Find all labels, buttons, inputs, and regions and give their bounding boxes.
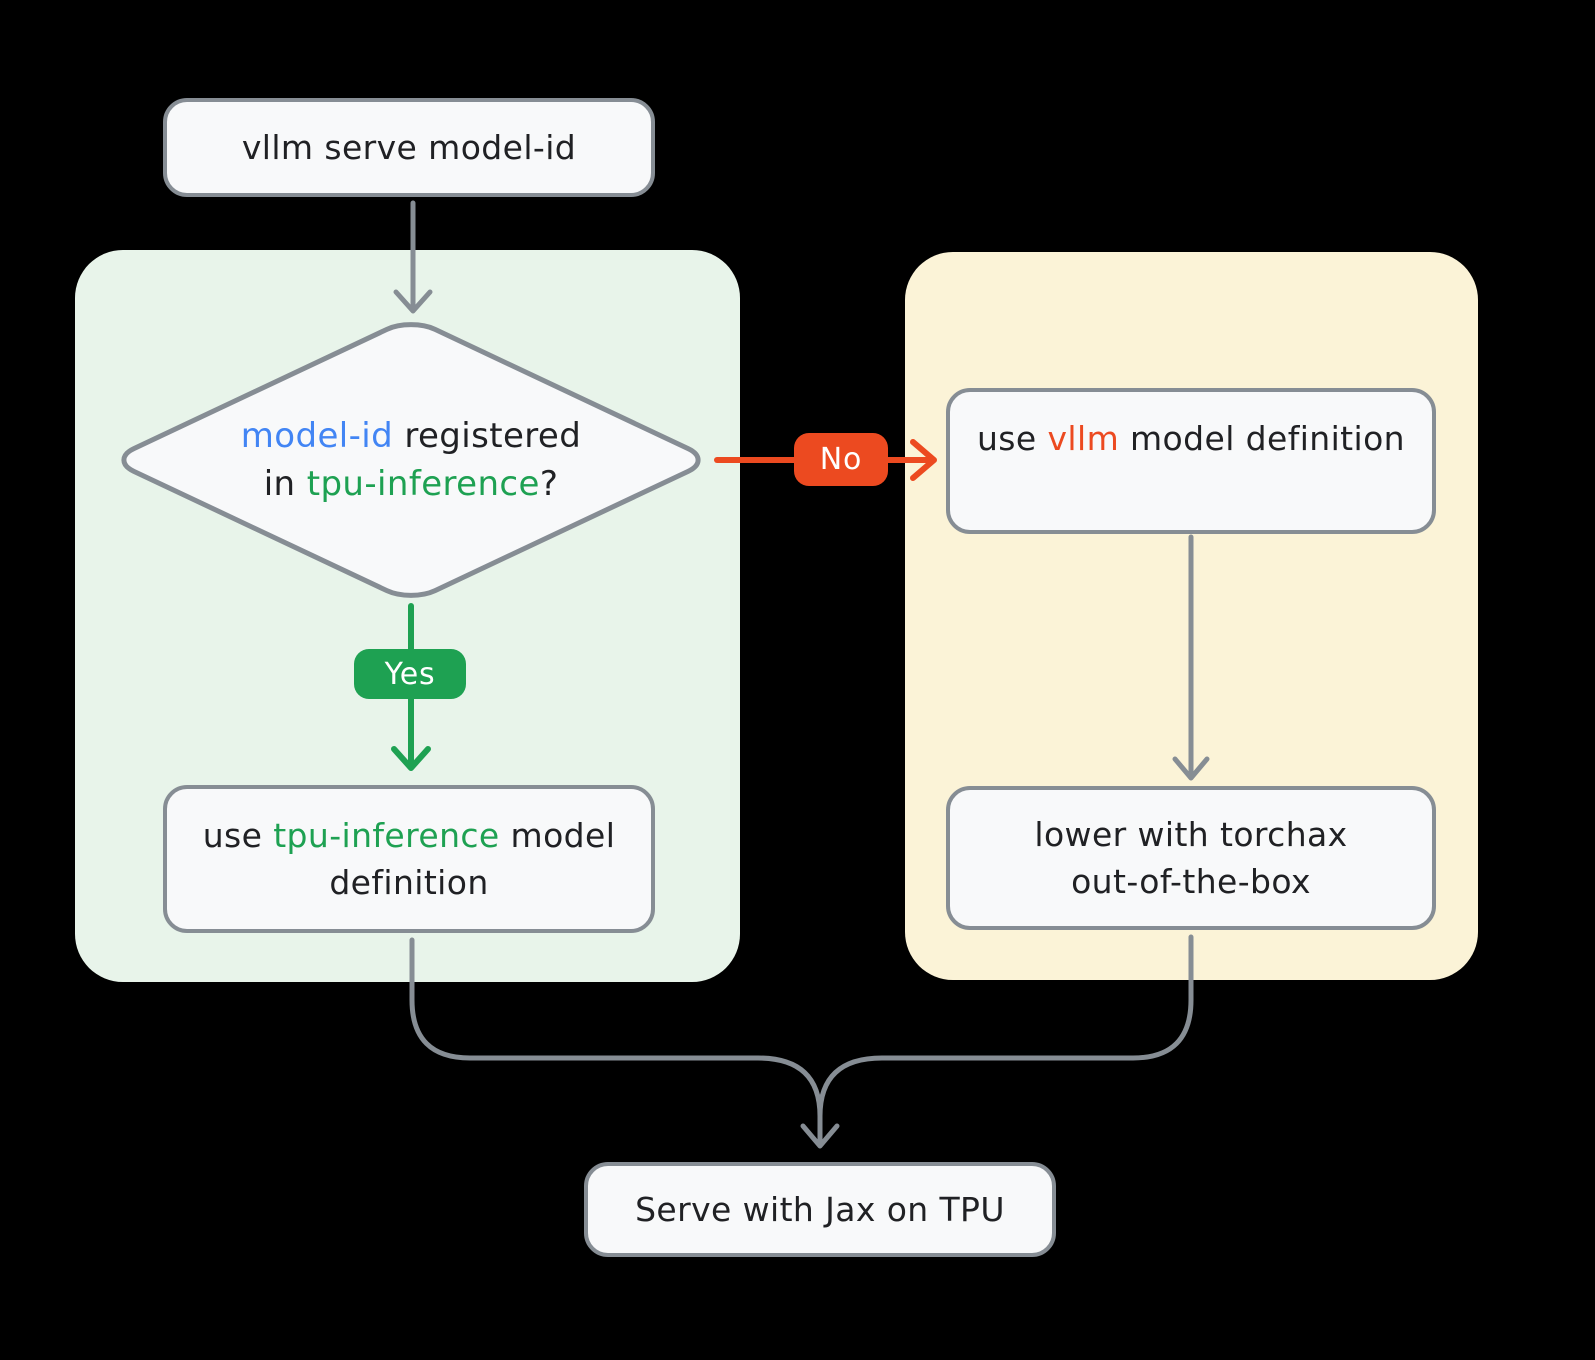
arrow-down-icon	[800, 1123, 840, 1149]
use-vllm-use-text: use	[976, 419, 1048, 458]
use-tpu-tpu-inference-text: tpu-inference	[273, 816, 500, 855]
decision-registered-text: registered	[393, 416, 582, 456]
use-vllm-vllm-text: vllm	[1047, 419, 1120, 458]
use-tpu-inference-node: use tpu-inference model definition	[163, 785, 655, 933]
arrow-down-icon	[393, 289, 433, 314]
serve-node: Serve with Jax on TPU	[584, 1162, 1056, 1257]
use-tpu-line-2: definition	[329, 863, 489, 902]
decision-line-1: model-id registered	[241, 412, 581, 460]
arrow-start-to-decision	[393, 200, 433, 314]
start-node: vllm serve model-id	[163, 98, 655, 197]
arrow-down-icon	[391, 746, 431, 771]
merge-connector-right	[817, 934, 1194, 1119]
merge-connectors	[409, 934, 1194, 1149]
decision-in-text: in	[263, 464, 307, 504]
torchax-line-2: out-of-the-box	[1071, 862, 1311, 901]
decision-question-mark: ?	[539, 464, 559, 504]
yes-label-text: Yes	[384, 656, 436, 692]
arrow-vllm-to-torchax	[1172, 534, 1210, 781]
torchax-line-1: lower with torchax	[1034, 815, 1348, 854]
decision-diamond-shape	[110, 318, 712, 602]
use-tpu-line-1: use tpu-inference model	[203, 812, 616, 859]
use-vllm-rest-text: model definition	[1119, 419, 1405, 458]
decision-model-id-text: model-id	[240, 416, 394, 456]
no-label-text: No	[819, 442, 863, 477]
merge-connector-left	[409, 937, 823, 1119]
use-vllm-line: use vllm model definition	[977, 415, 1405, 462]
use-tpu-use-text: use	[202, 816, 274, 855]
use-tpu-model-text: model	[499, 816, 616, 855]
start-node-label: vllm serve model-id	[241, 128, 577, 167]
decision-tpu-inference-text: tpu-inference	[306, 464, 540, 504]
no-edge-label: No	[794, 433, 888, 486]
torchax-node: lower with torchax out-of-the-box	[946, 786, 1436, 930]
decision-node: model-id registered in tpu-inference?	[161, 398, 661, 522]
arrow-right-icon	[910, 439, 937, 481]
arrow-down-icon	[1172, 756, 1210, 781]
decision-line-2: in tpu-inference?	[264, 460, 559, 508]
use-vllm-node: use vllm model definition	[946, 388, 1436, 534]
serve-node-label: Serve with Jax on TPU	[635, 1190, 1005, 1229]
yes-edge-label: Yes	[354, 649, 466, 699]
